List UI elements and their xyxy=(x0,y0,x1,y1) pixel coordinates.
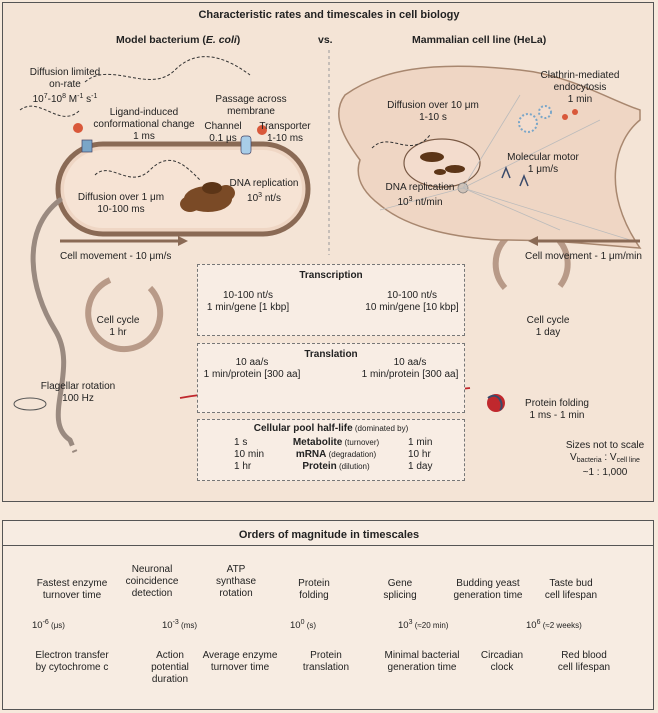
pool-bacterium-value: 1 s xyxy=(234,437,248,448)
translation-bacterium: 10 aa/s 1 min/protein [300 aa] xyxy=(203,357,301,380)
bacterium-cytoplasm xyxy=(64,150,302,228)
molecular-motor-label: Molecular motor 1 μm/s xyxy=(507,152,579,175)
hela-cell-body xyxy=(338,65,642,249)
transcription-bacterium: 10-100 nt/s 1 min/gene [1 kbp] xyxy=(206,290,290,313)
transporter-label: Transporter 1-10 ms xyxy=(259,121,311,144)
translation-box xyxy=(197,343,465,413)
hela-heading: Mammalian cell line (HeLa) xyxy=(412,34,547,46)
pool-bacterium-value: 1 hr xyxy=(234,461,252,472)
timescale-tick: 106 (≈2 weeks) xyxy=(526,619,582,631)
pool-bacterium-value: 10 min xyxy=(234,449,265,460)
membrane-passage-label: Passage across membrane xyxy=(215,94,287,117)
bacterium-diffusion-label: Diffusion over 1 μm 10-100 ms xyxy=(77,192,165,215)
molecular-motor-icon xyxy=(501,165,529,187)
timescale-tick: 103 (≈20 min) xyxy=(398,619,449,631)
pool-half-life-box xyxy=(197,419,465,481)
pool-molecule-label: Metabolite (turnover) xyxy=(292,437,380,448)
flagellum xyxy=(30,197,73,443)
vs-label: vs. xyxy=(318,34,333,46)
bacterial-dna-icon xyxy=(180,182,235,212)
translation-hela: 10 aa/s 1 min/protein [300 aa] xyxy=(361,357,459,380)
microtubules xyxy=(379,94,631,241)
bacterium-heading: Model bacterium (E. coli) xyxy=(116,34,241,46)
hela-cell-cycle-label: Cell cycle 1 day xyxy=(526,315,570,338)
bacterium-cell-cycle-label: Cell cycle 1 hr xyxy=(96,315,140,338)
diffusion-path-inner xyxy=(94,159,201,181)
clathrin-vesicle-icon xyxy=(518,105,578,133)
flagellar-rotation-label: Flagellar rotation 100 Hz xyxy=(40,381,116,404)
ligand-icon xyxy=(73,123,83,133)
hela-dna-replication-label: DNA replication 103 nt/min xyxy=(385,182,455,208)
panel-title: Characteristic rates and timescales in c… xyxy=(198,9,460,21)
transporter-ligand-icon xyxy=(257,125,267,135)
timescale-tick: 100 (s) xyxy=(290,619,317,631)
transcription-title: Transcription xyxy=(299,270,363,281)
timescale-tick: 10-6 (μs) xyxy=(32,619,65,631)
flagellar-rotation-arrow xyxy=(13,397,47,411)
translation-title: Translation xyxy=(304,349,358,360)
timescales-panel xyxy=(2,520,654,710)
transcription-hela: 10-100 nt/s 10 min/gene [10 kbp] xyxy=(365,290,459,313)
receptor-icon xyxy=(81,139,93,153)
timescales-title: Orders of magnitude in timescales xyxy=(238,529,420,541)
hela-nucleus xyxy=(403,138,481,188)
scale-note: Sizes not to scale Vbacteria : Vcell lin… xyxy=(565,440,645,478)
hela-chromatin-icon xyxy=(420,152,465,175)
diffusion-path-outer xyxy=(84,56,251,83)
channel-label: Channel 0.1 μs xyxy=(204,121,242,144)
onrate-label: Diffusion limited on-rate 107-108 M-1 s-… xyxy=(29,67,101,105)
pool-hela-value: 1 min xyxy=(408,437,433,448)
timescales-divider xyxy=(2,545,654,546)
folded-protein-icon xyxy=(487,394,505,412)
channel-icon xyxy=(240,135,252,155)
pool-hela-value: 1 day xyxy=(408,461,433,472)
hela-diffusion-label: Diffusion over 10 μm 1-10 s xyxy=(387,100,479,123)
ligand-change-label: Ligand-induced conformational change 1 m… xyxy=(93,107,195,142)
bacterium-movement-label: Cell movement - 10 μm/s xyxy=(60,251,172,262)
endocytosis-label: Clathrin-mediated endocytosis 1 min xyxy=(540,70,620,105)
bacterium-dna-replication-label: DNA replication 103 nt/s xyxy=(229,178,299,204)
pool-molecule-label: Protein (dilution) xyxy=(302,461,370,472)
flagellum-tail xyxy=(67,439,78,453)
hela-movement-label: Cell movement - 1 μm/min xyxy=(525,251,642,262)
hela-diffusion-path xyxy=(371,134,431,149)
timescale-tick: 10-3 (ms) xyxy=(162,619,198,631)
bacterium-cycle-arrow xyxy=(85,277,164,353)
transcription-box xyxy=(197,264,465,336)
diffusion-path-left xyxy=(19,105,81,117)
pool-hela-value: 10 hr xyxy=(408,449,431,460)
pool-molecule-label: mRNA (degradation) xyxy=(295,449,377,460)
pool-title: Cellular pool half-life (dominated by) xyxy=(253,423,409,434)
protein-folding-label: Protein folding 1 ms - 1 min xyxy=(525,398,589,421)
